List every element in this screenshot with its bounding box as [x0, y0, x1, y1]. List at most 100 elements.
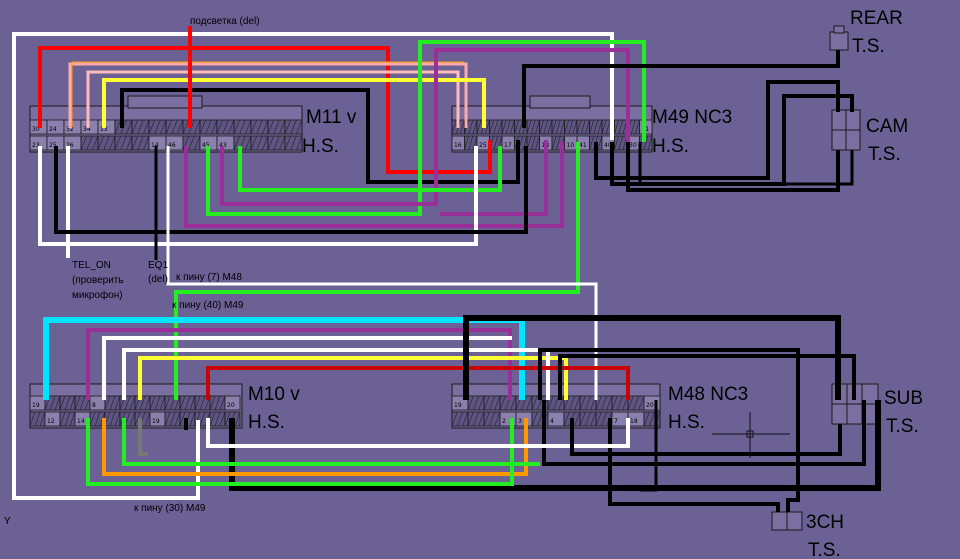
- pin-number: 46: [168, 142, 176, 149]
- pin-number: 30: [629, 142, 637, 149]
- pin-hatch: [284, 135, 291, 151]
- pin-hatch: [279, 119, 286, 135]
- wire-purple-3: [184, 142, 564, 228]
- pin-hatch: [239, 119, 246, 135]
- pin-hatch: [590, 411, 597, 427]
- wire-black-m11-bottom: [54, 146, 528, 234]
- pin-number: 12: [47, 418, 55, 425]
- pin-hatch: [494, 395, 501, 411]
- m10-label: M10 v: [248, 384, 300, 405]
- m49-label: M49 NC3: [652, 107, 732, 128]
- pin-hatch: [182, 135, 189, 151]
- pin-hatch: [149, 395, 156, 411]
- pin-hatch: [478, 411, 485, 427]
- pin-hatch: [494, 411, 501, 427]
- pin-hatch: [29, 411, 36, 427]
- pin-hatch: [543, 119, 549, 135]
- pin-hatch: [267, 119, 274, 135]
- wire-black-m48-3ch: [608, 418, 780, 512]
- pin-hatch: [595, 411, 602, 427]
- pin-hatch: [478, 395, 485, 411]
- pin-hatch: [143, 119, 150, 135]
- pin-hatch: [464, 135, 470, 151]
- pin-hatch: [514, 119, 520, 135]
- pin-hatch: [551, 135, 557, 151]
- pin-hatch: [574, 411, 581, 427]
- pin-number: 14: [151, 142, 159, 149]
- connector-cam-body: [831, 109, 861, 151]
- 3ch-sub-label: T.S.: [808, 540, 841, 559]
- pin-hatch: [638, 395, 645, 411]
- pin-hatch: [497, 119, 503, 135]
- pin-hatch: [547, 395, 554, 411]
- pin-number: 34: [83, 126, 91, 133]
- wire-black-m11-top: [120, 88, 520, 184]
- pin-hatch: [647, 135, 653, 151]
- pin-hatch: [89, 411, 96, 427]
- pin-hatch: [459, 119, 465, 135]
- pin-hatch: [296, 119, 303, 135]
- pin-hatch: [563, 395, 570, 411]
- pin-hatch: [493, 135, 499, 151]
- pin-hatch: [44, 395, 51, 411]
- pin-hatch: [489, 119, 495, 135]
- pin-number: 41: [579, 142, 587, 149]
- pin-number: 26: [66, 142, 74, 149]
- pin-hatch: [505, 119, 511, 135]
- pin-hatch: [214, 411, 221, 427]
- pin-hatch: [267, 135, 274, 151]
- pin-hatch: [649, 411, 655, 427]
- y-axis-label: Y: [4, 516, 11, 527]
- pin-number: 19: [32, 402, 40, 409]
- pin-cell: [224, 395, 241, 411]
- pin-hatch: [114, 411, 121, 427]
- wire-purple-2: [238, 146, 502, 192]
- pin-hatch: [627, 395, 634, 411]
- pin-hatch: [211, 119, 218, 135]
- pin-hatch: [521, 395, 527, 411]
- pin-hatch: [457, 411, 463, 427]
- pin-hatch: [630, 119, 636, 135]
- cam-label: CAM: [866, 116, 908, 137]
- pin-hatch: [580, 119, 586, 135]
- pin-hatch: [530, 119, 536, 135]
- pin-hatch: [165, 119, 172, 135]
- cam-sub-label: T.S.: [868, 144, 901, 165]
- pin-hatch: [209, 411, 216, 427]
- pin-hatch: [614, 119, 620, 135]
- pin-hatch: [164, 395, 171, 411]
- pin-hatch: [643, 135, 649, 151]
- pin-number: 3: [518, 418, 522, 425]
- pin-number: 14: [77, 418, 85, 425]
- pin-hatch: [569, 395, 575, 411]
- pin-hatch: [120, 135, 127, 151]
- wire-green-m10: [86, 418, 514, 486]
- pin-hatch: [593, 119, 599, 135]
- pin-hatch: [539, 119, 545, 135]
- pin-number: 16: [454, 142, 462, 149]
- pin-hatch: [199, 395, 206, 411]
- wire-darkred-m10: [206, 366, 630, 400]
- pin-hatch: [233, 119, 240, 135]
- rear-label: REAR: [850, 8, 903, 29]
- sub-sub-label: T.S.: [886, 416, 919, 437]
- pin-hatch: [576, 119, 582, 135]
- pin-hatch: [126, 135, 133, 151]
- pin-hatch: [555, 119, 561, 135]
- pin-number: 19: [454, 402, 462, 409]
- pin-hatch: [531, 411, 538, 427]
- wire-green-m49-m10: [174, 142, 580, 400]
- pin-number: 25: [479, 142, 487, 149]
- pin-hatch: [534, 119, 540, 135]
- pin-hatch: [250, 135, 257, 151]
- pin-hatch: [171, 119, 178, 135]
- pin-hatch: [245, 135, 252, 151]
- pin-hatch: [233, 135, 240, 151]
- pin-hatch: [601, 395, 607, 411]
- pin-hatch: [499, 395, 506, 411]
- wire-white-m10-2: [122, 348, 550, 400]
- pin-hatch: [584, 119, 590, 135]
- wire-black-thick-1: [463, 315, 841, 400]
- pin-hatch: [555, 135, 561, 151]
